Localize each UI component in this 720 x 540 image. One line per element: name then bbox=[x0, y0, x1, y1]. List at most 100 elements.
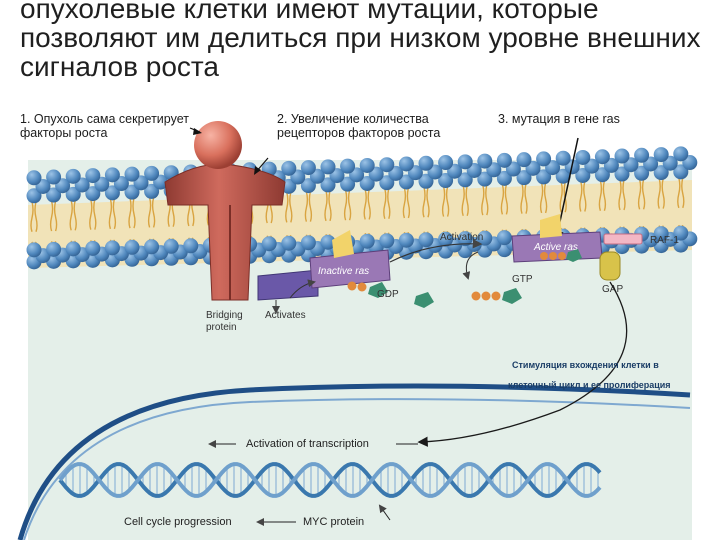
inactive-ras-shape bbox=[309, 249, 391, 289]
bridging-protein-text: Bridging bbox=[206, 310, 243, 321]
lipid-tail bbox=[128, 197, 132, 229]
lipid-tail bbox=[402, 187, 407, 219]
lipid-head bbox=[46, 241, 62, 257]
lipid-head bbox=[65, 186, 81, 202]
raf1-label: RAF-1 bbox=[650, 235, 679, 246]
lipid-tail bbox=[598, 180, 603, 211]
lipid-head bbox=[65, 241, 81, 257]
lipid-head bbox=[104, 185, 120, 201]
lipid-tail bbox=[93, 199, 97, 230]
lipid-head bbox=[575, 167, 591, 183]
activates-label: Activates bbox=[265, 310, 306, 321]
lipid-head bbox=[300, 178, 316, 194]
lipid-head bbox=[634, 165, 650, 181]
lipid-tail bbox=[34, 201, 38, 232]
lipid-tail bbox=[285, 192, 289, 223]
cell-cycle-progression-label: Cell cycle progression bbox=[124, 516, 232, 528]
lipid-tail bbox=[324, 190, 328, 222]
nuclear-envelope-inner bbox=[23, 398, 691, 540]
lipid-tail bbox=[69, 200, 73, 231]
lipid-head bbox=[673, 164, 689, 180]
bridging-protein-text-2: protein bbox=[206, 322, 237, 333]
lipid-head bbox=[418, 173, 434, 189]
lipid-head bbox=[144, 165, 160, 181]
gtp-molecules bbox=[414, 288, 522, 308]
lipid-head bbox=[300, 235, 316, 251]
lipid-head bbox=[320, 234, 336, 250]
gtp-cycle-arrow bbox=[462, 251, 479, 280]
lipid-head bbox=[555, 168, 571, 184]
dna-strand bbox=[58, 462, 602, 498]
gtp-label: GTP bbox=[512, 274, 533, 285]
lipid-head bbox=[438, 231, 454, 247]
lipid-tail bbox=[677, 177, 681, 209]
lipid-head bbox=[183, 238, 199, 254]
lipid-head bbox=[124, 239, 140, 255]
lipid-tail bbox=[73, 200, 77, 231]
lipid-tail bbox=[441, 186, 446, 217]
lipid-head bbox=[104, 167, 120, 183]
lipid-tail bbox=[681, 177, 685, 209]
lipid-head bbox=[379, 157, 395, 173]
lipid-head bbox=[26, 188, 42, 204]
gdp-molecules bbox=[347, 281, 388, 298]
lipid-tail bbox=[363, 189, 367, 220]
lipid-head bbox=[634, 147, 650, 163]
lipid-head bbox=[477, 153, 493, 169]
lipid-tail bbox=[461, 185, 465, 217]
lipid-tail bbox=[465, 185, 469, 217]
lipid-tail bbox=[367, 189, 371, 220]
lipid-tail bbox=[49, 200, 54, 232]
lipid-head bbox=[594, 167, 610, 183]
lipid-tail bbox=[445, 186, 450, 217]
lipid-head bbox=[320, 159, 336, 175]
lipid-tail bbox=[406, 187, 411, 219]
lipid-tail bbox=[520, 183, 524, 214]
lipid-head bbox=[46, 187, 62, 203]
lipid-head bbox=[438, 155, 454, 171]
lipid-head bbox=[104, 240, 120, 256]
lipid-tail bbox=[89, 199, 93, 230]
dna-strand bbox=[58, 462, 602, 498]
lipid-head bbox=[144, 183, 160, 199]
lipid-tail bbox=[347, 190, 352, 221]
lipid-head bbox=[457, 154, 473, 170]
activates-arrow bbox=[289, 279, 316, 299]
raf1-protein bbox=[603, 233, 643, 245]
lipid-head bbox=[536, 169, 552, 185]
lipid-head bbox=[320, 177, 336, 193]
lipid-tail bbox=[543, 182, 548, 214]
lipid-head bbox=[457, 172, 473, 188]
lipid-tail bbox=[539, 182, 544, 214]
lipid-head bbox=[614, 166, 630, 182]
lipid-tail bbox=[304, 191, 309, 222]
lipid-head bbox=[85, 168, 101, 184]
lipid-tail bbox=[151, 197, 156, 228]
activation-of-transcription-label: Activation of transcription bbox=[246, 438, 369, 450]
signal-to-nucleus-arrow bbox=[417, 281, 628, 447]
activation-arrow bbox=[389, 238, 483, 263]
lipid-head bbox=[653, 165, 669, 181]
lipid-tail bbox=[383, 188, 387, 219]
callout2-pointer-head bbox=[254, 166, 261, 175]
lipid-head bbox=[379, 233, 395, 249]
lipid-head bbox=[418, 232, 434, 248]
lipid-tail bbox=[30, 201, 34, 232]
lipid-head bbox=[359, 175, 375, 191]
lipid-head bbox=[359, 233, 375, 249]
lipid-tail bbox=[481, 184, 485, 216]
lipid-head bbox=[124, 184, 140, 200]
nuclear-envelope bbox=[17, 383, 691, 540]
lipid-head bbox=[653, 226, 669, 242]
gap-protein bbox=[599, 251, 621, 281]
lipid-head bbox=[340, 176, 356, 192]
ras-anchor-active bbox=[540, 214, 562, 238]
lipid-tail bbox=[147, 197, 152, 228]
lipid-tail bbox=[500, 184, 505, 215]
lipid-tail bbox=[661, 178, 665, 209]
lipid-head bbox=[281, 235, 297, 251]
lipid-head bbox=[65, 168, 81, 184]
callout-ras-mutation: 3. мутация в гене ras bbox=[498, 112, 620, 126]
lipid-head bbox=[398, 232, 414, 248]
